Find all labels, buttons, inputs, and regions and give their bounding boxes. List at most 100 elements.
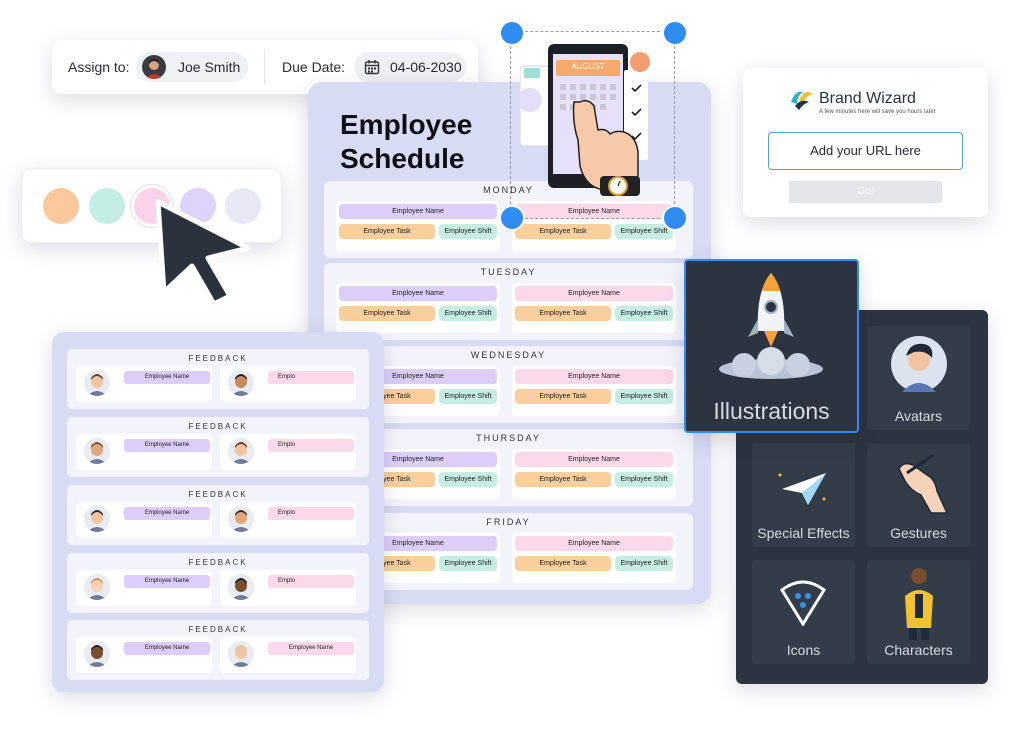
assign-bar: Assign to: Joe Smith Due Date: 04-06-203…: [52, 40, 478, 94]
employee-name-field[interactable]: Employee Name: [124, 507, 210, 520]
tile-label-icons: Icons: [786, 642, 821, 658]
employee-name-field[interactable]: Employee Name: [268, 642, 354, 655]
feedback-entry[interactable]: Emplo: [220, 502, 356, 538]
feedback-entry[interactable]: Employee Name: [76, 637, 212, 673]
employee-name-field[interactable]: Employee Name: [515, 204, 673, 219]
day-name: MONDAY: [483, 185, 534, 195]
employee-task-field[interactable]: Employee Task: [515, 306, 611, 321]
shift-slot[interactable]: Employee Name Employee Task Employee Shi…: [512, 533, 676, 583]
feedback-entry[interactable]: Employee Name: [76, 502, 212, 538]
employee-task-field[interactable]: Employee Task: [515, 472, 611, 487]
feedback-entry[interactable]: Employee Name: [76, 570, 212, 606]
feedback-label: FEEDBACK: [188, 625, 248, 634]
employee-name-field[interactable]: Employee Name: [515, 452, 673, 467]
swatch-mint[interactable]: [89, 188, 125, 224]
employee-avatar: [228, 438, 254, 464]
day-name: THURSDAY: [476, 433, 541, 443]
employee-shift-field[interactable]: Employee Shift: [615, 306, 673, 321]
employee-task-field[interactable]: Employee Task: [515, 224, 611, 239]
pizza-slice-icon: [780, 580, 826, 626]
tile-label-avatars: Avatars: [894, 408, 943, 424]
shift-slot[interactable]: Employee Name Employee Task Employee Shi…: [512, 366, 676, 416]
schedule-title-line2: Schedule: [340, 143, 465, 174]
employee-name-field[interactable]: Employee Name: [124, 642, 210, 655]
shift-slot[interactable]: Employee Name Employee Task Employee Shi…: [336, 201, 500, 251]
due-date-field[interactable]: 04-06-2030: [354, 52, 466, 82]
feedback-entry[interactable]: Emplo: [220, 366, 356, 402]
employee-shift-field[interactable]: Employee Shift: [615, 224, 673, 239]
employee-shift-field[interactable]: Employee Shift: [615, 389, 673, 404]
employee-shift-field[interactable]: Employee Shift: [439, 556, 497, 571]
employee-name-field[interactable]: Employee Name: [339, 204, 497, 219]
resize-handle-bottom-right[interactable]: [662, 205, 688, 231]
selection-box[interactable]: [510, 31, 675, 219]
resize-handle-bottom-left[interactable]: [499, 205, 525, 231]
employee-task-field[interactable]: Employee Task: [515, 556, 611, 571]
tile-special-effects[interactable]: Special Effects: [752, 443, 855, 547]
feedback-entry[interactable]: Emplo: [220, 434, 356, 470]
employee-name-field[interactable]: Employee Name: [124, 575, 210, 588]
employee-name-field[interactable]: Employee Name: [515, 536, 673, 551]
employee-shift-field[interactable]: Employee Shift: [439, 389, 497, 404]
due-date-label: Due Date:: [282, 59, 346, 75]
employee-name-field[interactable]: Employee Name: [515, 286, 673, 301]
rocket-icon: [719, 273, 823, 379]
employee-avatar: [84, 574, 110, 600]
employee-shift-field[interactable]: Employee Shift: [615, 472, 673, 487]
feedback-row: FEEDBACK Employee Name Emplo: [67, 485, 369, 545]
employee-name-field[interactable]: Employee Name: [124, 439, 210, 452]
shift-slot[interactable]: Employee Name Employee Task Employee Shi…: [512, 283, 676, 333]
tile-avatars[interactable]: Avatars: [867, 326, 970, 430]
resize-handle-top-right[interactable]: [662, 20, 688, 46]
character-woman-icon: [905, 568, 933, 640]
hand-pen-icon: [898, 453, 949, 514]
swatch-peach[interactable]: [43, 188, 79, 224]
employee-shift-field[interactable]: Employee Shift: [439, 472, 497, 487]
swatch-gray[interactable]: [225, 188, 261, 224]
brand-logo-icon: [789, 88, 815, 115]
employee-task-field[interactable]: Employee Task: [339, 306, 435, 321]
employee-name-field[interactable]: Emplo: [268, 575, 354, 588]
employee-name-field[interactable]: Emplo: [268, 507, 354, 520]
employee-task-field[interactable]: Employee Task: [339, 224, 435, 239]
calendar-icon: [364, 59, 380, 80]
tile-icons[interactable]: Icons: [752, 560, 855, 664]
employee-schedule-card: Employee Schedule MONDAY Employee Name E…: [308, 82, 711, 604]
employee-task-field[interactable]: Employee Task: [515, 389, 611, 404]
employee-avatar: [84, 506, 110, 532]
employee-name-field[interactable]: Employee Name: [124, 371, 210, 384]
feedback-entry[interactable]: Employee Name: [76, 434, 212, 470]
shift-slot[interactable]: Employee Name Employee Task Employee Shi…: [512, 449, 676, 499]
calendar-month: AUGUST: [571, 62, 605, 71]
employee-shift-field[interactable]: Employee Shift: [439, 306, 497, 321]
employee-name-field[interactable]: Emplo: [268, 439, 354, 452]
tile-illustrations[interactable]: Illustrations: [684, 259, 859, 433]
feedback-row: FEEDBACK Employee Name Employee Name: [67, 620, 369, 680]
tile-gestures[interactable]: Gestures: [867, 443, 970, 547]
feedback-entry[interactable]: Employee Name: [76, 366, 212, 402]
feedback-entry[interactable]: Employee Name: [220, 637, 356, 673]
resize-handle-top-left[interactable]: [499, 20, 525, 46]
due-date-value: 04-06-2030: [390, 59, 462, 75]
phone-calendar-illustration: AUGUST: [518, 40, 660, 210]
tile-label-illustrations: Illustrations: [713, 398, 830, 424]
employee-shift-field[interactable]: Employee Shift: [439, 224, 497, 239]
employee-shift-field[interactable]: Employee Shift: [615, 556, 673, 571]
employee-name-field[interactable]: Employee Name: [515, 369, 673, 384]
feedback-entry[interactable]: Emplo: [220, 570, 356, 606]
shift-slot[interactable]: Employee Name Employee Task Employee Shi…: [336, 283, 500, 333]
url-input[interactable]: Add your URL here: [768, 132, 963, 170]
employee-name-field[interactable]: Employee Name: [339, 286, 497, 301]
feedback-row: FEEDBACK Employee Name Emplo: [67, 349, 369, 409]
feedback-row: FEEDBACK Employee Name Emplo: [67, 417, 369, 477]
shift-slot[interactable]: Employee Name Employee Task Employee Shi…: [512, 201, 676, 251]
brand-name: Brand Wizard: [819, 90, 916, 107]
day-name: FRIDAY: [486, 517, 531, 527]
brand-wizard-card: Brand Wizard A few minutes here will sav…: [743, 68, 988, 217]
tile-characters[interactable]: Characters: [867, 560, 970, 664]
employee-avatar: [84, 438, 110, 464]
assignee-chip[interactable]: Joe Smith: [136, 52, 248, 82]
day-name: WEDNESDAY: [470, 350, 547, 360]
go-button[interactable]: Go!: [789, 181, 942, 203]
employee-name-field[interactable]: Emplo: [268, 371, 354, 384]
